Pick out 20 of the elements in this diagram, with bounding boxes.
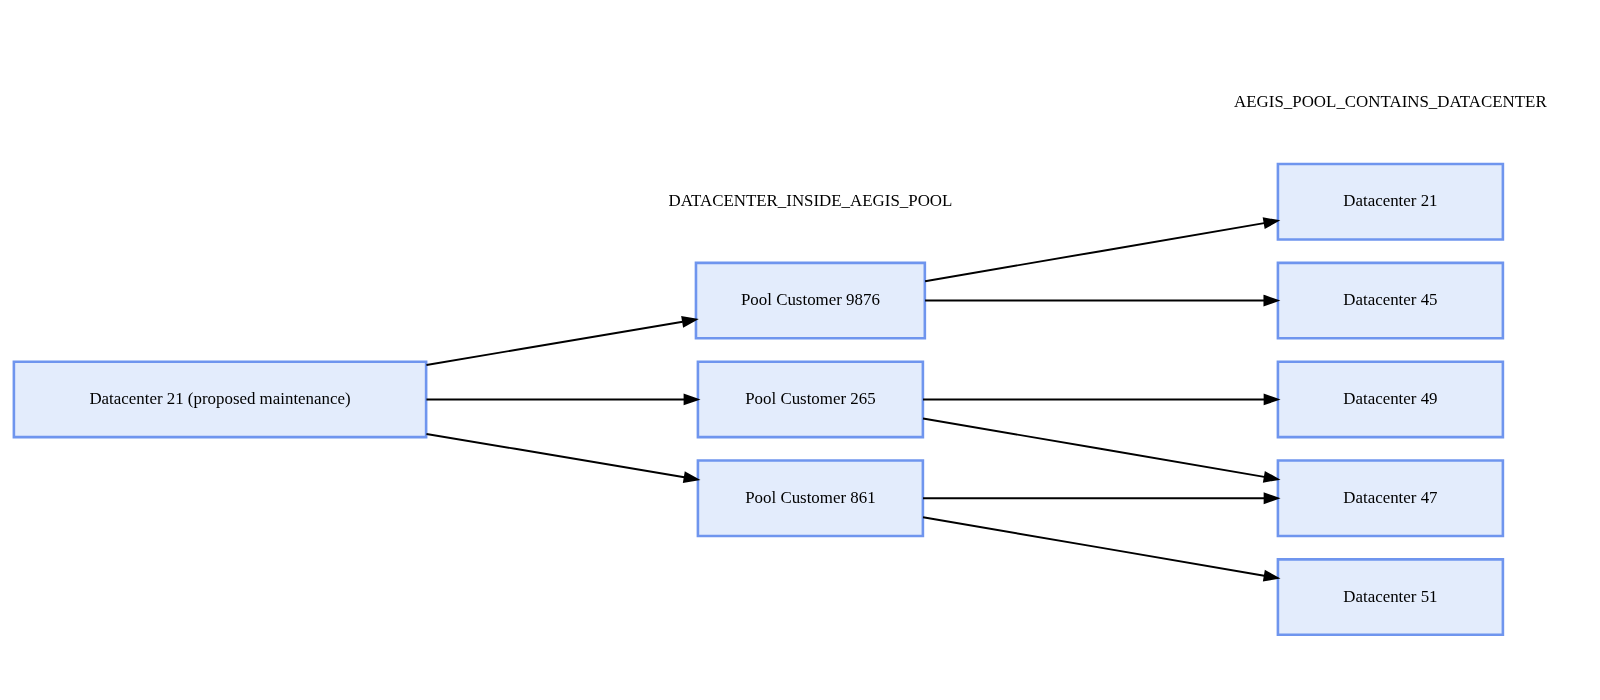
node-box: Pool Customer 9876 <box>694 261 927 340</box>
arrow <box>425 432 701 484</box>
label: AEGIS_POOL_CONTAINS_DATACENTER <box>1234 92 1547 112</box>
node-box: Pool Customer 265 <box>696 360 925 439</box>
arrow <box>922 516 1281 582</box>
label: DATACENTER_INSIDE_AEGIS_POOL <box>668 191 953 211</box>
node-box: Datacenter 51 <box>1276 558 1505 637</box>
node-box: Datacenter 49 <box>1276 360 1505 439</box>
arrow <box>922 417 1281 483</box>
arrow <box>425 393 701 406</box>
node-box: Datacenter 21 (proposed maintenance) <box>12 360 428 439</box>
node-box: Datacenter 45 <box>1276 261 1505 340</box>
node-box: Pool Customer 861 <box>696 459 925 538</box>
node-box: Datacenter 47 <box>1276 459 1505 538</box>
arrow <box>922 393 1281 406</box>
arrow <box>425 316 699 366</box>
arrow <box>924 217 1281 283</box>
arrow <box>922 492 1281 505</box>
node-box: Datacenter 21 <box>1276 162 1505 241</box>
arrow <box>924 294 1281 307</box>
